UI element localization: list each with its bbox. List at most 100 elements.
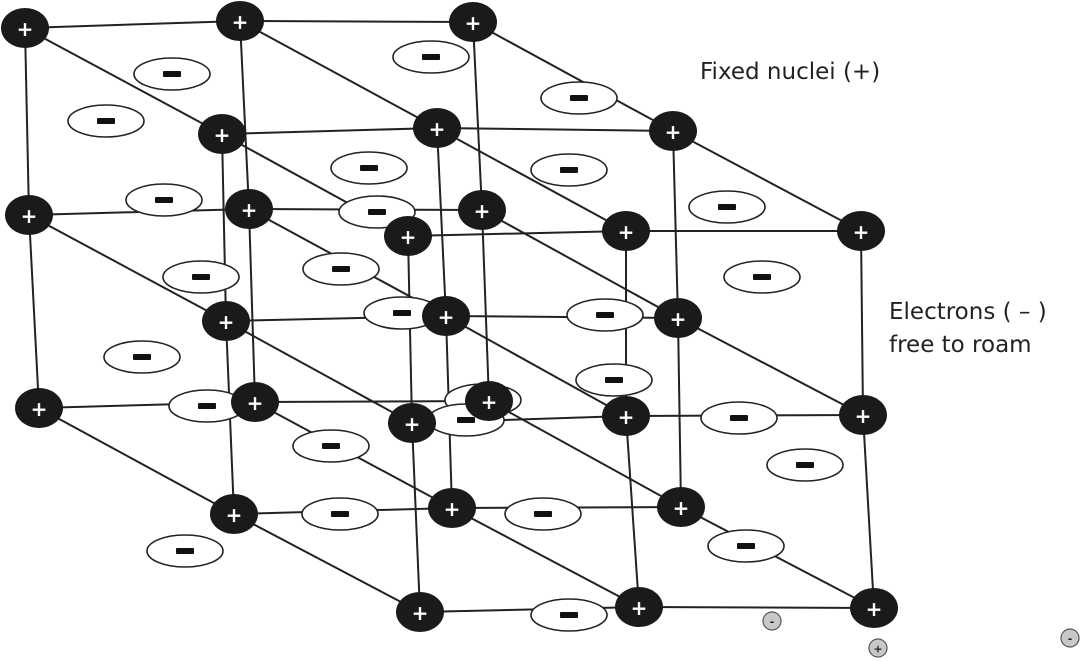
nucleus: + [5,195,53,235]
svg-text:+: + [429,117,446,141]
nucleus: + [210,494,258,534]
fixed-nuclei-label: Fixed nuclei (+) [700,59,881,85]
lattice-edge [28,214,227,322]
svg-text:+: + [853,220,870,244]
svg-text:+: + [214,123,231,147]
lattice-edge [481,209,679,319]
svg-text:+: + [247,391,264,415]
lattice-edge [24,27,223,135]
lattice-edge [225,320,413,424]
electron [723,260,801,294]
lattice-edge [860,230,864,416]
svg-text:+: + [412,601,429,625]
svg-text:+: + [481,390,498,414]
lattice-edge [221,133,227,322]
electron [392,40,470,74]
svg-text:-: - [1068,633,1073,646]
lattice-edge [862,414,875,609]
mini-negative-charge: - [1060,628,1080,648]
nucleus: + [396,592,444,632]
mini-positive-charge: + [868,638,888,658]
electron [125,183,203,217]
electron [67,104,145,138]
lattice-edge [625,415,640,608]
nucleus: + [216,1,264,41]
svg-text:+: + [670,307,687,331]
svg-text:+: + [673,496,690,520]
electron [575,363,653,397]
svg-text:+: + [226,503,243,527]
svg-text:+: + [241,198,258,222]
nucleus: + [198,114,246,154]
legend-charges: -+- [762,611,1080,658]
lattice-edge [411,422,421,613]
svg-text:+: + [218,310,235,334]
svg-text:+: + [855,404,872,428]
nucleus: + [465,381,513,421]
svg-text:+: + [21,204,38,228]
electron [504,497,582,531]
electron [302,252,380,286]
lattice-edge [248,208,256,403]
svg-text:+: + [232,10,249,34]
svg-text:+: + [400,225,417,249]
nucleus: + [384,216,432,256]
electron [330,151,408,185]
lattice-edge [221,127,438,135]
lattice-edge [436,127,447,317]
nucleus: + [839,395,887,435]
nucleus: + [458,190,506,230]
lattice-edge [38,407,235,515]
electrons-label-line2: free to roam [889,332,1032,358]
nucleus: + [657,487,705,527]
lattice-edge [472,21,674,132]
lattice-edge [436,127,627,232]
electron [103,340,181,374]
electron [292,429,370,463]
lattice-edge [407,235,413,424]
lattice-edge [680,506,875,609]
electrons-label: Electrons ( – ) free to roam [889,296,1047,362]
nucleus: + [850,588,898,628]
lattice-edge [481,209,490,402]
electron [146,534,224,568]
nucleus: + [15,388,63,428]
lattice-edge [407,230,627,237]
nucleus: + [654,298,702,338]
svg-text:+: + [474,199,491,223]
electron [530,598,608,632]
svg-text:+: + [438,305,455,329]
electrons-label-line1: Electrons ( – ) [889,299,1047,325]
lattice-edge [488,400,682,508]
lattice-edge [239,20,250,210]
lattice-edge [239,20,438,129]
lattice-edge [638,606,875,609]
lattice-edges [24,20,875,613]
svg-text:+: + [404,412,421,436]
nucleus: + [422,296,470,336]
nucleus: + [413,108,461,148]
lattice-edge [436,127,674,132]
lattice-edge [24,20,241,29]
lattice-edge [677,317,682,508]
electron [566,298,644,332]
electron [766,448,844,482]
electron [700,401,778,435]
lattice-edge [677,317,864,416]
electron [133,57,211,91]
svg-text:+: + [866,597,883,621]
nucleus: + [602,396,650,436]
lattice-edge [672,130,679,319]
lattice-edge [451,507,640,608]
svg-text:+: + [17,17,34,41]
nucleus: + [202,301,250,341]
nucleus: + [602,211,650,251]
nucleus: + [428,488,476,528]
svg-text:+: + [618,405,635,429]
svg-text:+: + [618,220,635,244]
svg-text:+: + [631,596,648,620]
nucleus: + [1,8,49,48]
electron [530,153,608,187]
nucleus: + [449,2,497,42]
